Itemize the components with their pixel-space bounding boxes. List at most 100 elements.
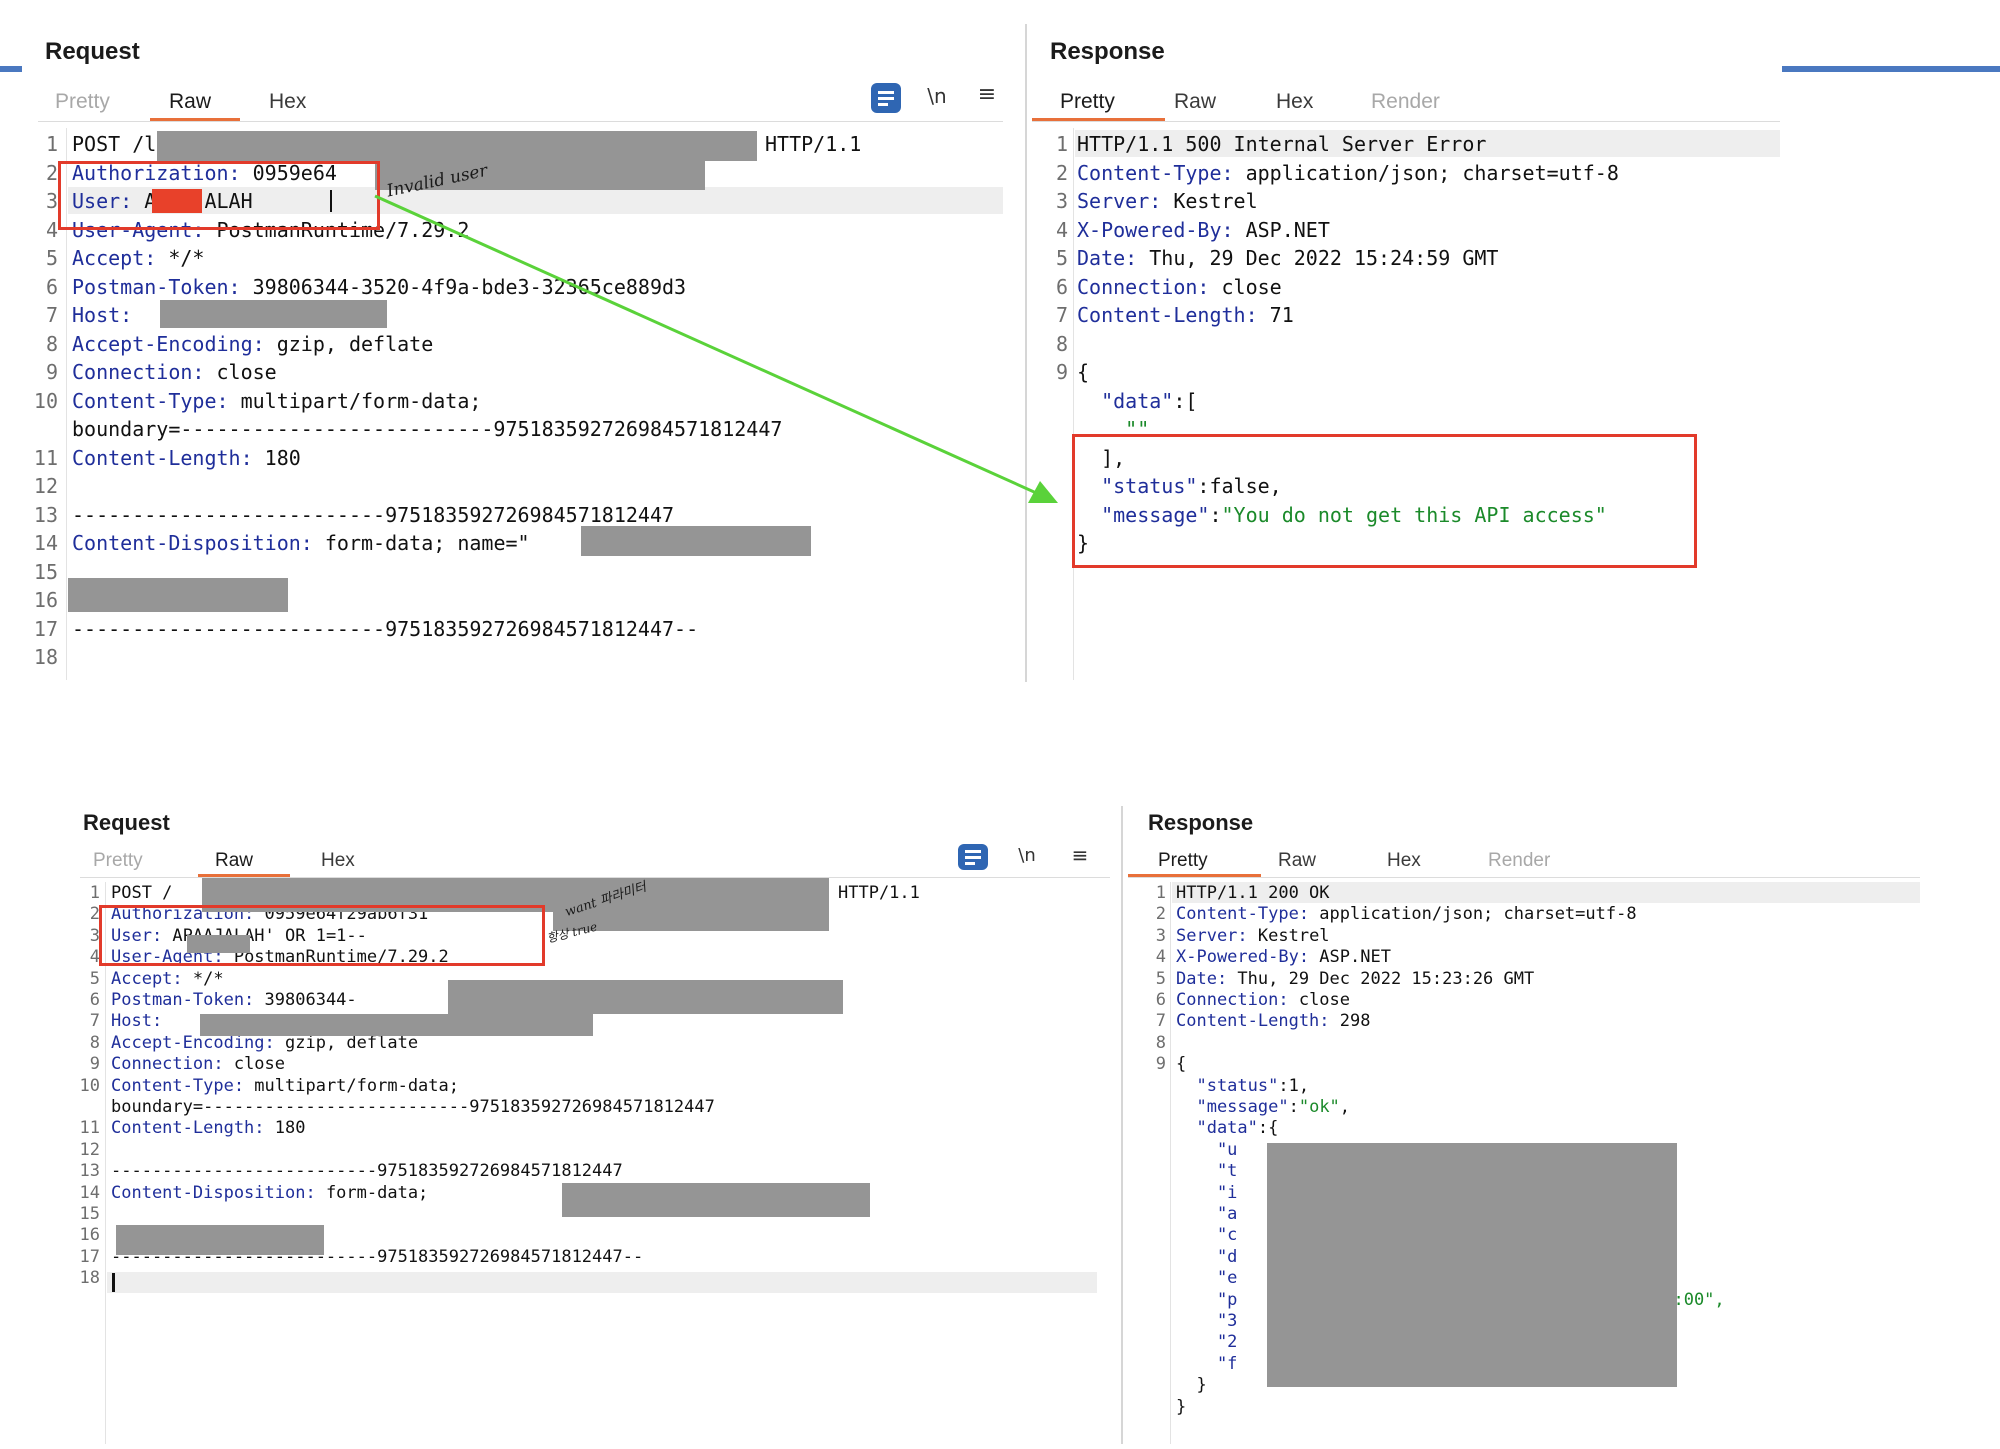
code-line: POST /HTTP/1.1 <box>111 883 920 904</box>
tab-separator <box>1128 877 1920 878</box>
header-name: Postman-Token: <box>72 274 241 299</box>
json-key: "2 <box>1176 1332 1238 1353</box>
tab-raw[interactable]: Raw <box>1278 850 1317 871</box>
line-number: 4 <box>1055 217 1068 242</box>
json-key: "message" <box>1077 502 1210 527</box>
line-text: --------------------------97518359272698… <box>72 616 699 641</box>
redaction-block <box>200 1014 593 1036</box>
code-line: Content-Type: application/json; charset=… <box>1176 904 1637 925</box>
line-number: 2 <box>89 904 100 925</box>
header-value: form-data; name=" <box>312 531 530 555</box>
code-line: { <box>1077 358 1089 387</box>
code-line: HTTP/1.1 500 Internal Server Error <box>1077 130 1486 159</box>
tab-hex[interactable]: Hex <box>1276 90 1314 113</box>
code-line: "a <box>1176 1204 1237 1225</box>
wrap-toggle-button[interactable] <box>871 83 901 113</box>
json-string: "ok" <box>1298 1097 1340 1117</box>
line-number: 16 <box>79 1225 100 1246</box>
panel-divider[interactable] <box>1121 806 1123 1444</box>
line-text: { <box>1077 360 1090 384</box>
header-value: Thu, 29 Dec 2022 15:23:26 GMT <box>1227 968 1535 989</box>
tab-hex[interactable]: Hex <box>269 90 307 113</box>
line-number: 1 <box>45 132 58 156</box>
text-cursor <box>330 190 332 212</box>
redaction-block <box>562 1183 870 1217</box>
code-line: Content-Type: application/json; charset=… <box>1077 159 1619 188</box>
header-value: multipart/form-data; <box>244 1075 459 1096</box>
line-gutter <box>1170 882 1171 1444</box>
header-value: 180 <box>264 1118 306 1139</box>
newline-icon[interactable]: \n <box>1018 845 1036 866</box>
tab-pretty[interactable]: Pretty <box>93 850 143 871</box>
tab-pretty[interactable]: Pretty <box>1060 90 1115 113</box>
line-text: POST / <box>111 883 173 903</box>
wrap-lines-icon <box>965 850 981 865</box>
code-line: ], <box>1077 444 1125 473</box>
code-line: Postman-Token: 39806344-3520-4f9a-bde3-3… <box>72 273 686 302</box>
redaction-block <box>116 1225 324 1255</box>
line-gutter <box>66 128 67 680</box>
line-number: 10 <box>79 1075 100 1096</box>
header-name: Connection: <box>1077 274 1210 299</box>
newline-icon[interactable]: \n <box>927 84 947 108</box>
line-number: 7 <box>1055 303 1068 327</box>
json-key: "i <box>1176 1182 1238 1203</box>
line-text: --------------------------97518359272698… <box>111 1161 623 1182</box>
menu-icon[interactable]: ≡ <box>977 82 997 107</box>
tab-raw[interactable]: Raw <box>215 850 254 871</box>
header-name: Accept: <box>111 968 183 989</box>
tab-render[interactable]: Render <box>1371 90 1440 113</box>
tab-pretty[interactable]: Pretty <box>55 90 110 113</box>
tab-pretty[interactable]: Pretty <box>1158 850 1208 871</box>
highlight-box-error-response <box>1072 434 1697 568</box>
json-punct: :[ <box>1173 388 1198 413</box>
panel-divider[interactable] <box>1025 24 1027 682</box>
response-title: Response <box>1050 38 1165 65</box>
code-line: "message":"You do not get this API acces… <box>1077 501 1607 530</box>
header-name: User: <box>72 189 133 213</box>
tab-render[interactable]: Render <box>1488 850 1551 871</box>
highlight-box-invalid-user <box>58 161 380 230</box>
tab-raw[interactable]: Raw <box>169 90 212 113</box>
wrap-toggle-button[interactable] <box>958 844 988 870</box>
line-number: 18 <box>79 1268 100 1289</box>
line-text: ], <box>1077 445 1126 470</box>
line-text: } <box>1077 531 1090 555</box>
header-value: ASP.NET <box>1309 947 1391 968</box>
line-text: } <box>1176 1375 1207 1396</box>
json-punct: :1, <box>1278 1075 1310 1096</box>
request-title: Request <box>83 810 170 835</box>
code-line: "data":[ <box>1077 387 1197 416</box>
header-value: multipart/form-data; <box>228 388 482 413</box>
json-key: "a <box>1176 1204 1238 1224</box>
header-value: close <box>1209 274 1282 299</box>
line-number: 3 <box>1155 925 1166 946</box>
header-name: Connection: <box>1176 990 1289 1010</box>
header-value: close <box>1288 990 1351 1010</box>
header-name: Host: <box>72 303 133 327</box>
code-line: Postman-Token: 39806344- <box>111 990 357 1011</box>
code-line: X-Powered-By: ASP.NET <box>1077 216 1330 245</box>
tab-hex[interactable]: Hex <box>1387 850 1421 871</box>
line-number: 6 <box>1055 274 1068 299</box>
code-line: "status":false, <box>1077 472 1282 501</box>
header-name: Content-Disposition: <box>72 531 313 555</box>
tab-hex[interactable]: Hex <box>321 850 355 871</box>
code-line: "2 <box>1176 1332 1237 1353</box>
code-line: Accept: */* <box>72 244 204 273</box>
request-title: Request <box>45 38 140 65</box>
tab-raw[interactable]: Raw <box>1174 90 1217 113</box>
line-number: 1 <box>89 883 100 903</box>
json-key: "message" <box>1176 1097 1289 1117</box>
line-number: 6 <box>89 990 100 1010</box>
tab-separator <box>38 121 1003 122</box>
code-line: --------------------------97518359272698… <box>72 615 698 644</box>
line-number: 8 <box>1155 1032 1166 1053</box>
line-gutter <box>105 882 106 1444</box>
menu-icon[interactable]: ≡ <box>1071 843 1089 867</box>
code-line: Connection: close <box>1077 273 1282 302</box>
code-line: Connection: close <box>1176 990 1350 1011</box>
header-name: Accept-Encoding: <box>111 1032 275 1053</box>
header-value: */* <box>182 968 224 989</box>
